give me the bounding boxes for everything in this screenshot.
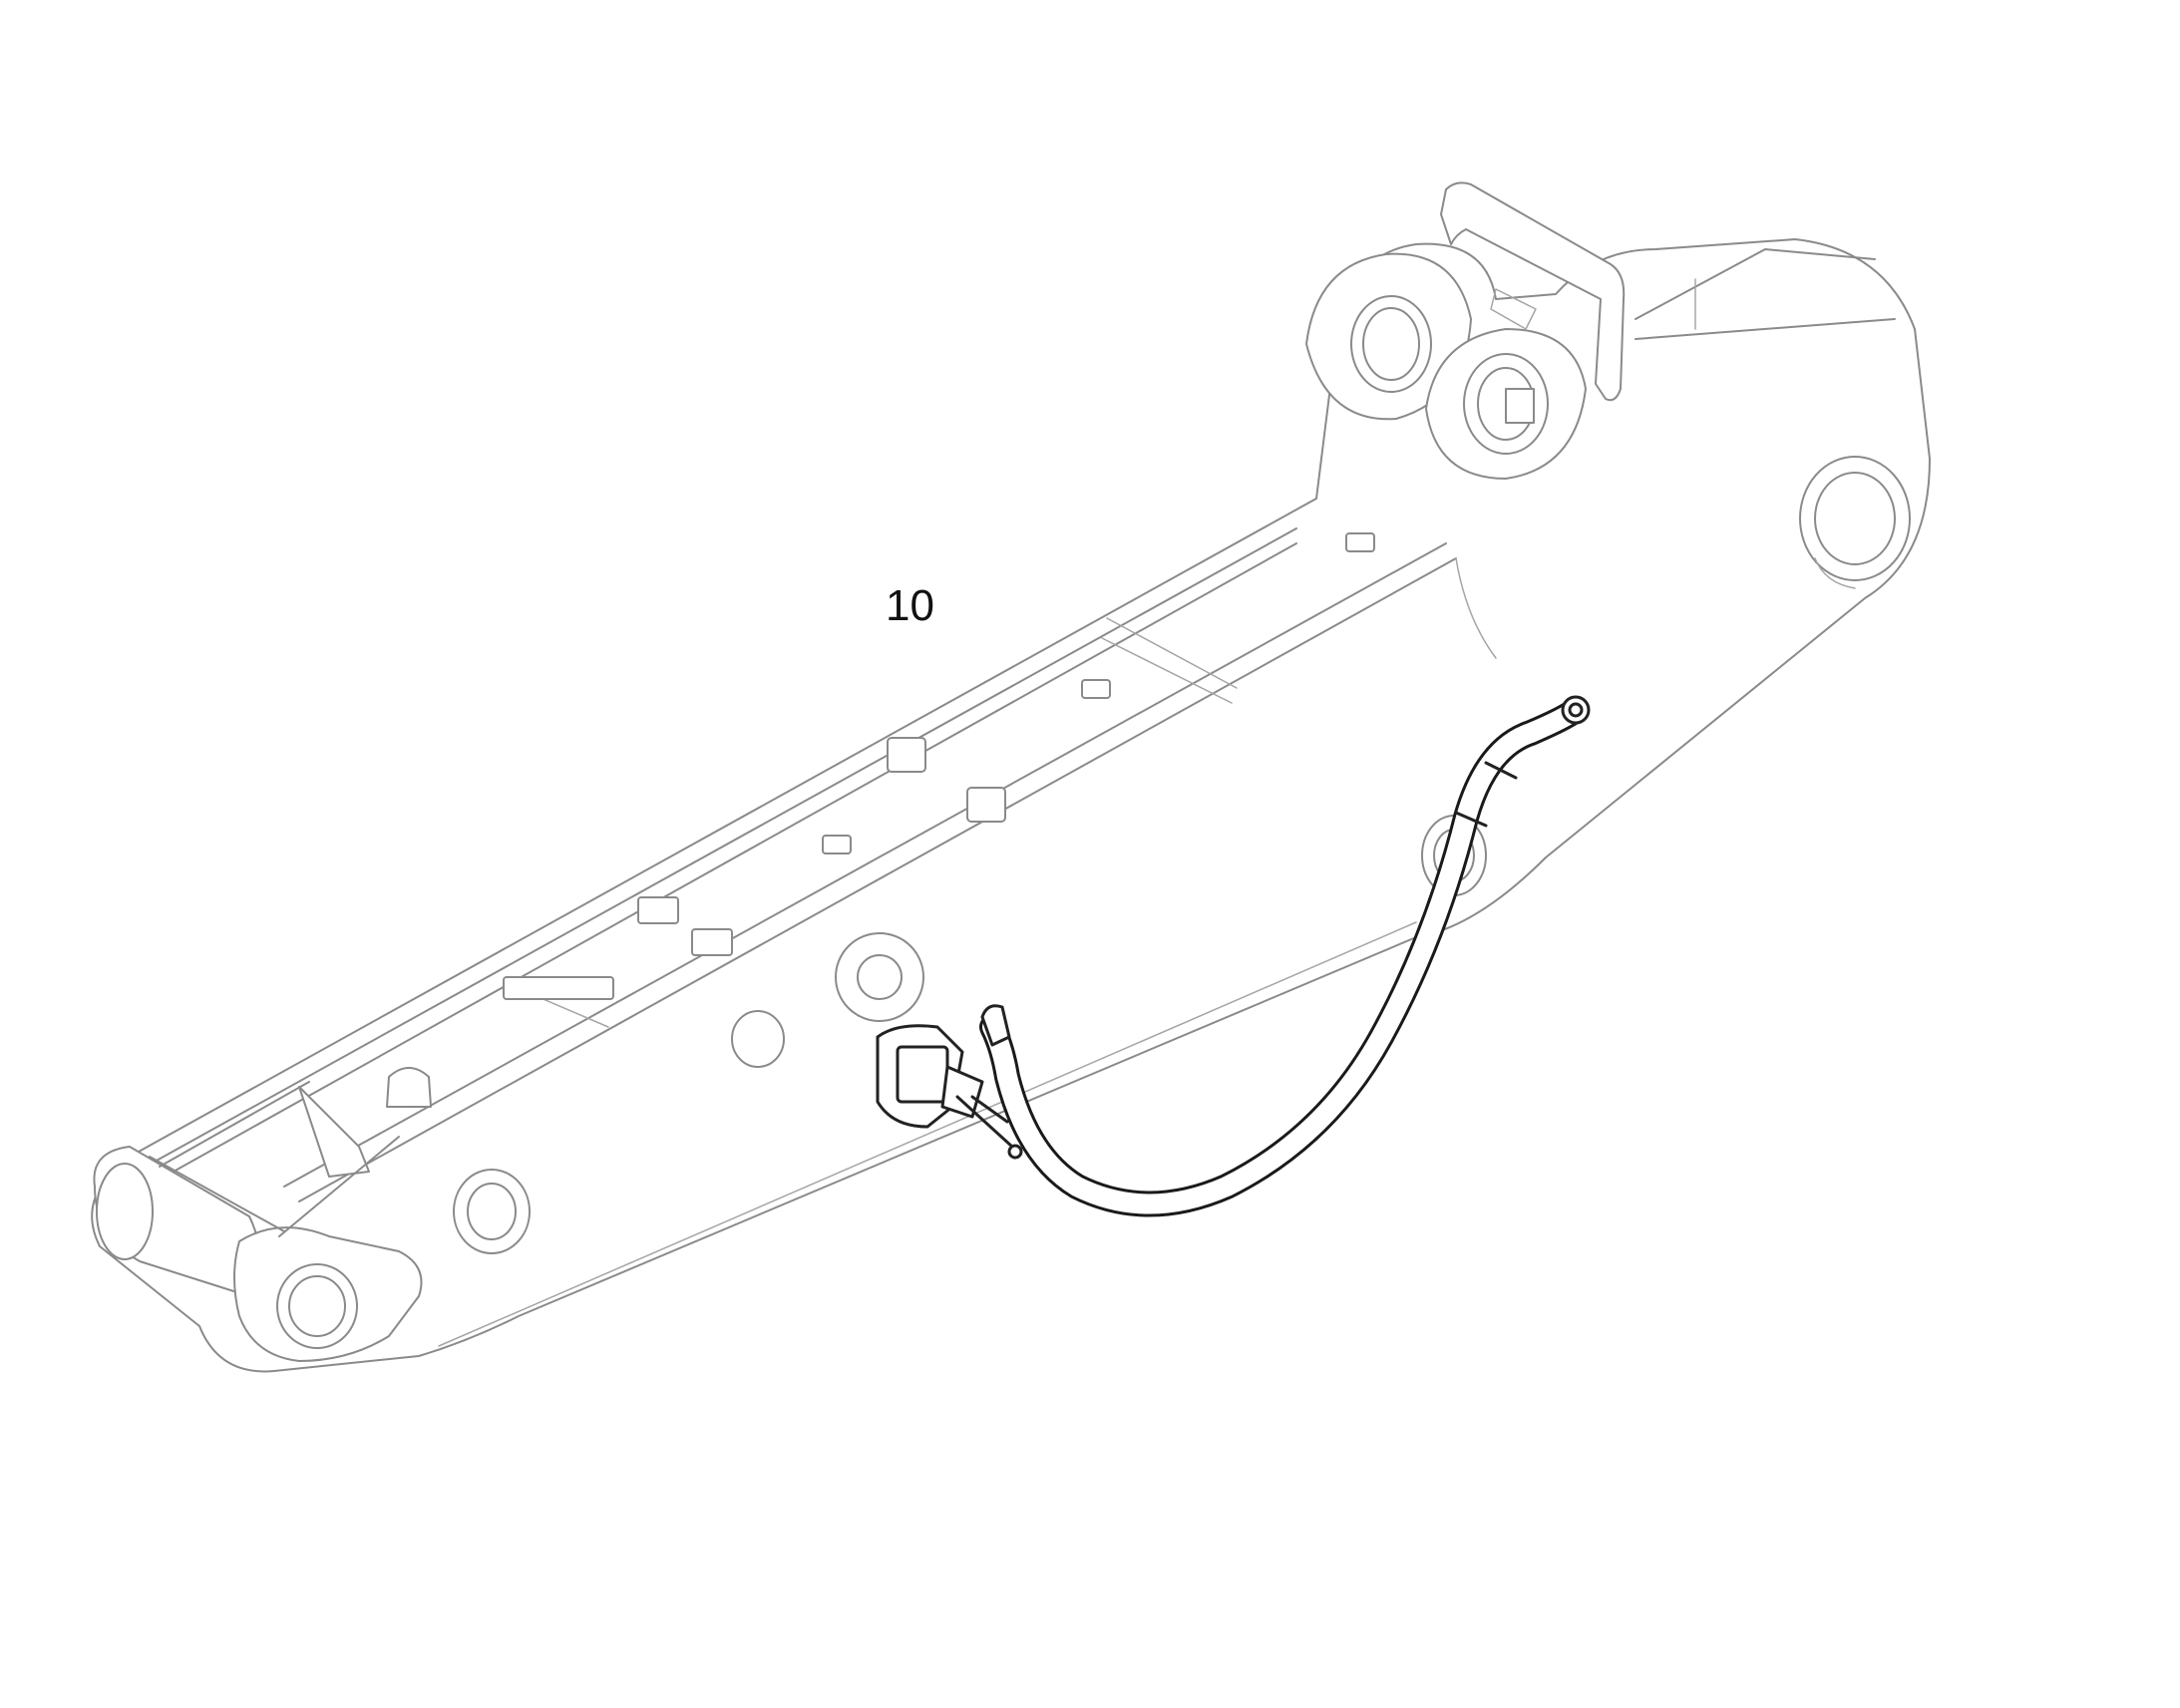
- left-end: [93, 1146, 423, 1362]
- valve-block: [876, 1024, 1023, 1160]
- top-fittings: [159, 532, 1375, 1237]
- pivot-boss: [1799, 456, 1911, 589]
- upper-lugs: [1305, 181, 1626, 480]
- hydraulic-hose: [979, 695, 1591, 1217]
- boom-body: [91, 238, 1931, 1373]
- part-callout-label: 10: [886, 581, 934, 630]
